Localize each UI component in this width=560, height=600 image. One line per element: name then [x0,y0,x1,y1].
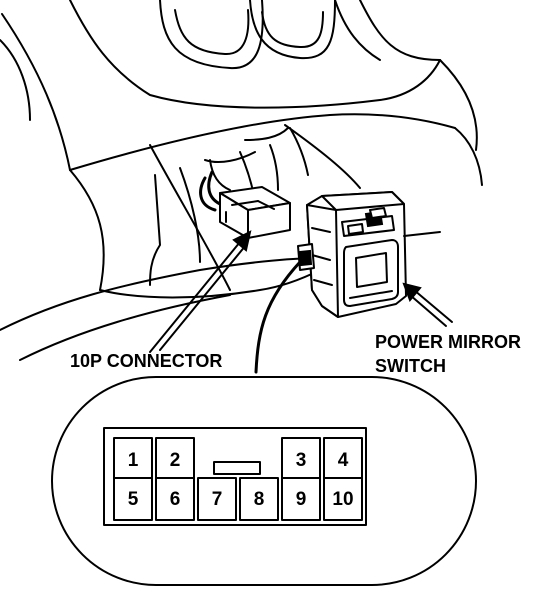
pin-number-1: 1 [128,450,139,471]
pin-number-8: 8 [254,489,265,510]
pin-cell-5 [113,477,153,521]
pin-number-6: 6 [170,489,181,510]
connector-plug [219,186,291,239]
pin-cell-4 [323,437,363,481]
switch-label-line2: SWITCH [375,356,446,376]
switch-label-line1: POWER MIRROR [375,332,521,352]
pin-number-2: 2 [170,450,181,471]
pin-cell-3 [281,437,321,481]
pin-number-7: 7 [212,489,223,510]
connector-detail-callout: 1 2 3 4 5 6 7 8 9 10 [51,376,477,586]
pin-number-5: 5 [128,489,139,510]
pin-cell-8 [239,477,279,521]
connector-label: 10P CONNECTOR [70,351,222,371]
connector-latch [213,461,261,475]
pin-number-3: 3 [296,450,307,471]
dashboard-illustration [0,0,483,361]
pin-cell-6 [155,477,195,521]
pin-cell-10 [323,477,363,521]
pin-number-4: 4 [338,450,349,471]
power-mirror-switch [297,191,441,318]
pin-number-9: 9 [296,489,307,510]
pin-cell-9 [281,477,321,521]
pin-number-10: 10 [332,489,353,510]
pin-cell-1 [113,437,153,481]
pin-cell-7 [197,477,237,521]
pin-cell-2 [155,437,195,481]
leader-lines [149,230,453,374]
